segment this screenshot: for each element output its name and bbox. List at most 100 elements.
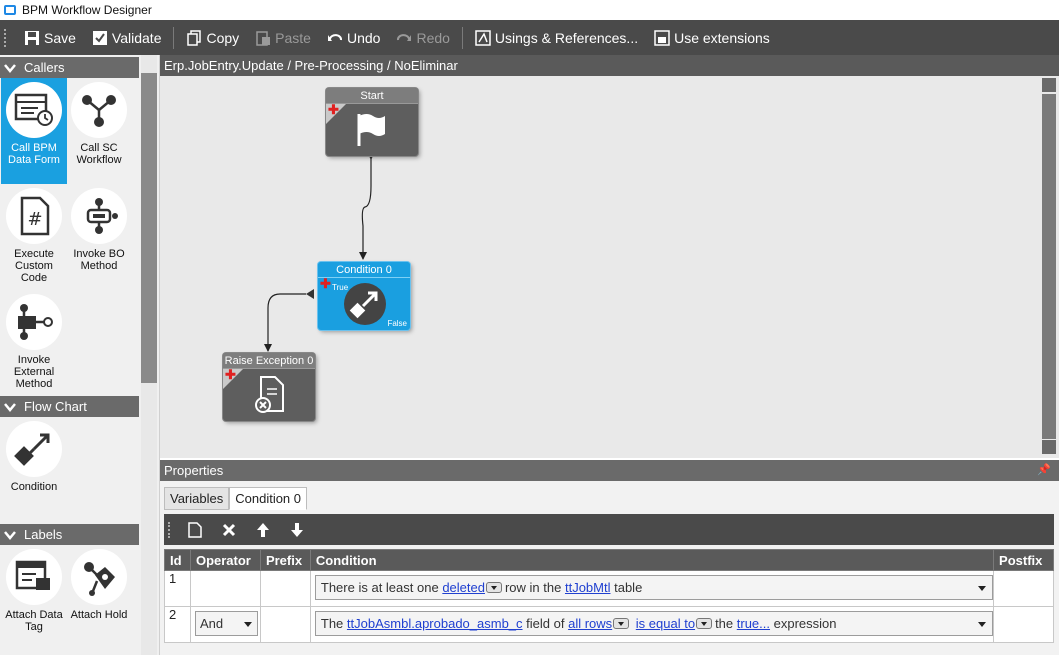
workflow-canvas[interactable]: Start ✚ Condition 0 ✚ True False Raise E… <box>160 76 1040 458</box>
new-row-button[interactable] <box>178 514 212 545</box>
data-tag-icon <box>6 549 62 605</box>
cell-operator[interactable] <box>189 570 261 607</box>
hold-icon <box>71 549 127 605</box>
add-icon[interactable]: ✚ <box>225 367 236 382</box>
dropdown-mini-icon[interactable] <box>696 618 713 629</box>
cell-prefix[interactable] <box>259 570 311 607</box>
pin-icon[interactable]: 📌 <box>1037 464 1051 476</box>
add-icon[interactable]: ✚ <box>328 102 339 117</box>
tool-call-bpm-data-form[interactable]: Call BPM Data Form <box>1 78 67 184</box>
copy-button[interactable]: Copy <box>178 20 247 55</box>
delete-row-button[interactable] <box>212 514 246 545</box>
validate-button[interactable]: Validate <box>84 20 170 55</box>
add-icon[interactable]: ✚ <box>320 276 331 291</box>
condition-text: expression <box>773 616 837 631</box>
redo-button[interactable]: Redo <box>388 20 457 55</box>
conditions-table: Id Operator Prefix Condition Postfix 1 T… <box>164 549 1054 643</box>
tab-variables[interactable]: Variables <box>164 487 230 510</box>
condition-link-rows[interactable]: all rows <box>568 616 613 631</box>
tab-condition[interactable]: Condition 0 <box>229 487 308 510</box>
tool-attach-hold[interactable]: Attach Hold <box>66 545 132 621</box>
node-start[interactable]: Start ✚ <box>326 88 418 156</box>
cell-condition[interactable]: The ttJobAsmbl.aprobado_asmb_c field of … <box>309 606 995 643</box>
node-start-title: Start <box>326 88 418 104</box>
cell-id: 1 <box>164 570 191 607</box>
condition-link-operator[interactable]: is equal to <box>635 616 696 631</box>
chevron-down-icon <box>4 402 16 412</box>
save-button[interactable]: Save <box>16 20 84 55</box>
tool-label: Invoke External Method <box>13 354 55 390</box>
properties-title: Properties <box>164 463 224 478</box>
extensions-label: Use extensions <box>674 29 770 46</box>
dropdown-mini-icon[interactable] <box>613 618 630 629</box>
tool-invoke-bo-method[interactable]: Invoke BO Method <box>66 184 132 272</box>
callers-title: Callers <box>24 60 65 75</box>
flow-chart-section-header[interactable]: Flow Chart <box>0 396 139 417</box>
labels-section-header[interactable]: Labels <box>0 524 139 545</box>
copy-label: Copy <box>206 29 240 46</box>
chevron-down-icon <box>4 63 16 73</box>
canvas-scroll-thumb[interactable] <box>1042 94 1056 439</box>
toolbar-grip[interactable] <box>4 28 8 47</box>
condition-text: The <box>320 616 344 631</box>
condition-expression[interactable]: The ttJobAsmbl.aprobado_asmb_c field of … <box>314 611 994 636</box>
chevron-down-icon <box>4 530 16 540</box>
palette-scroll-thumb[interactable] <box>141 73 157 383</box>
tool-condition[interactable]: Condition <box>1 417 67 493</box>
chevron-down-icon[interactable] <box>978 622 987 627</box>
custom-code-icon: # <box>6 188 62 244</box>
move-down-button[interactable] <box>280 514 314 545</box>
toolbar-grip[interactable] <box>168 521 172 538</box>
tool-attach-data-tag[interactable]: Attach Data Tag <box>1 545 67 633</box>
cell-postfix[interactable] <box>993 570 1054 607</box>
condition-link-deleted[interactable]: deleted <box>442 580 485 595</box>
node-corner <box>326 104 346 124</box>
table-row[interactable]: 1 There is at least one deleted row in t… <box>164 570 1054 607</box>
callers-section-header[interactable]: Callers <box>0 57 139 78</box>
node-condition[interactable]: Condition 0 ✚ True False <box>318 262 410 330</box>
cell-prefix[interactable] <box>259 606 311 643</box>
use-extensions-button[interactable]: Use extensions <box>646 20 778 55</box>
operator-select[interactable]: And <box>194 611 258 636</box>
delete-icon <box>222 523 236 536</box>
condition-link-table[interactable]: ttJobMtl <box>564 580 611 595</box>
app-icon <box>4 5 16 15</box>
paste-button[interactable]: Paste <box>247 20 319 55</box>
tool-call-sc-workflow[interactable]: Call SC Workflow <box>66 78 132 166</box>
cell-postfix[interactable] <box>993 606 1054 643</box>
tool-execute-custom-code[interactable]: # Execute Custom Code <box>1 184 67 284</box>
scroll-down-button[interactable] <box>1042 440 1056 454</box>
chevron-down-icon[interactable] <box>978 586 987 591</box>
column-header-id: Id <box>164 549 191 571</box>
cell-operator[interactable]: And <box>189 606 261 643</box>
breadcrumb-text: Erp.JobEntry.Update / Pre-Processing / N… <box>164 58 458 73</box>
column-header-condition: Condition <box>309 549 995 571</box>
dropdown-mini-icon[interactable] <box>485 582 502 593</box>
node-condition-title: Condition 0 <box>318 262 410 278</box>
scroll-up-button[interactable] <box>1042 78 1056 92</box>
condition-toolbar <box>164 514 1054 545</box>
toolbar-separator <box>461 26 463 49</box>
condition-link-field[interactable]: ttJobAsmbl.aprobado_asmb_c <box>346 616 523 631</box>
paste-label: Paste <box>275 29 311 46</box>
bo-method-icon <box>71 188 127 244</box>
true-label: True <box>332 283 349 292</box>
title-bar: BPM Workflow Designer <box>0 0 1059 20</box>
tool-label: Call SC Workflow <box>76 142 122 166</box>
chevron-down-icon <box>243 622 252 627</box>
condition-link-expression[interactable]: true... <box>736 616 771 631</box>
usings-references-button[interactable]: Usings & References... <box>467 20 646 55</box>
data-form-icon <box>6 82 62 138</box>
cell-condition[interactable]: There is at least one deleted row in the… <box>309 570 995 607</box>
validate-label: Validate <box>111 29 162 46</box>
condition-expression[interactable]: There is at least one deleted row in the… <box>314 575 994 600</box>
external-method-icon <box>6 294 62 350</box>
node-raise-exception[interactable]: Raise Exception 0 ✚ <box>223 353 315 421</box>
tool-invoke-external-method[interactable]: Invoke External Method <box>1 290 67 390</box>
undo-button[interactable]: Undo <box>319 20 388 55</box>
false-label: False <box>387 319 407 328</box>
canvas-scrollbar[interactable] <box>1040 76 1059 458</box>
arrow-up-icon <box>257 522 269 537</box>
table-row[interactable]: 2 And The ttJobAsmbl.aprobado_asmb_c fie… <box>164 606 1054 643</box>
move-up-button[interactable] <box>246 514 280 545</box>
